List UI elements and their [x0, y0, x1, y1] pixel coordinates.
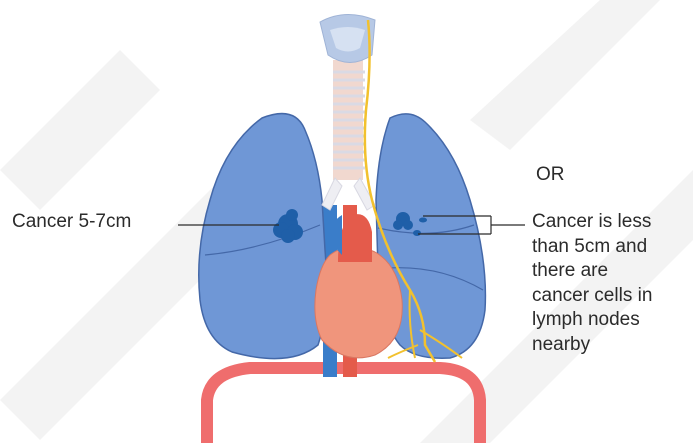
cancer-size-label: Cancer 5-7cm	[12, 211, 131, 233]
left-lung	[199, 114, 327, 359]
cancer-small-line: lymph nodes	[532, 308, 692, 333]
cancer-small-line: cancer cells in	[532, 284, 692, 309]
cancer-small-line: nearby	[532, 333, 692, 358]
cancer-small-line: there are	[532, 259, 692, 284]
cancer-small-label: Cancer is less than 5cm and there are ca…	[532, 210, 692, 357]
or-label: OR	[536, 164, 565, 186]
cancer-small-line: than 5cm and	[532, 235, 692, 260]
cancer-small-line: Cancer is less	[532, 210, 692, 235]
left-bronchus	[322, 178, 342, 210]
